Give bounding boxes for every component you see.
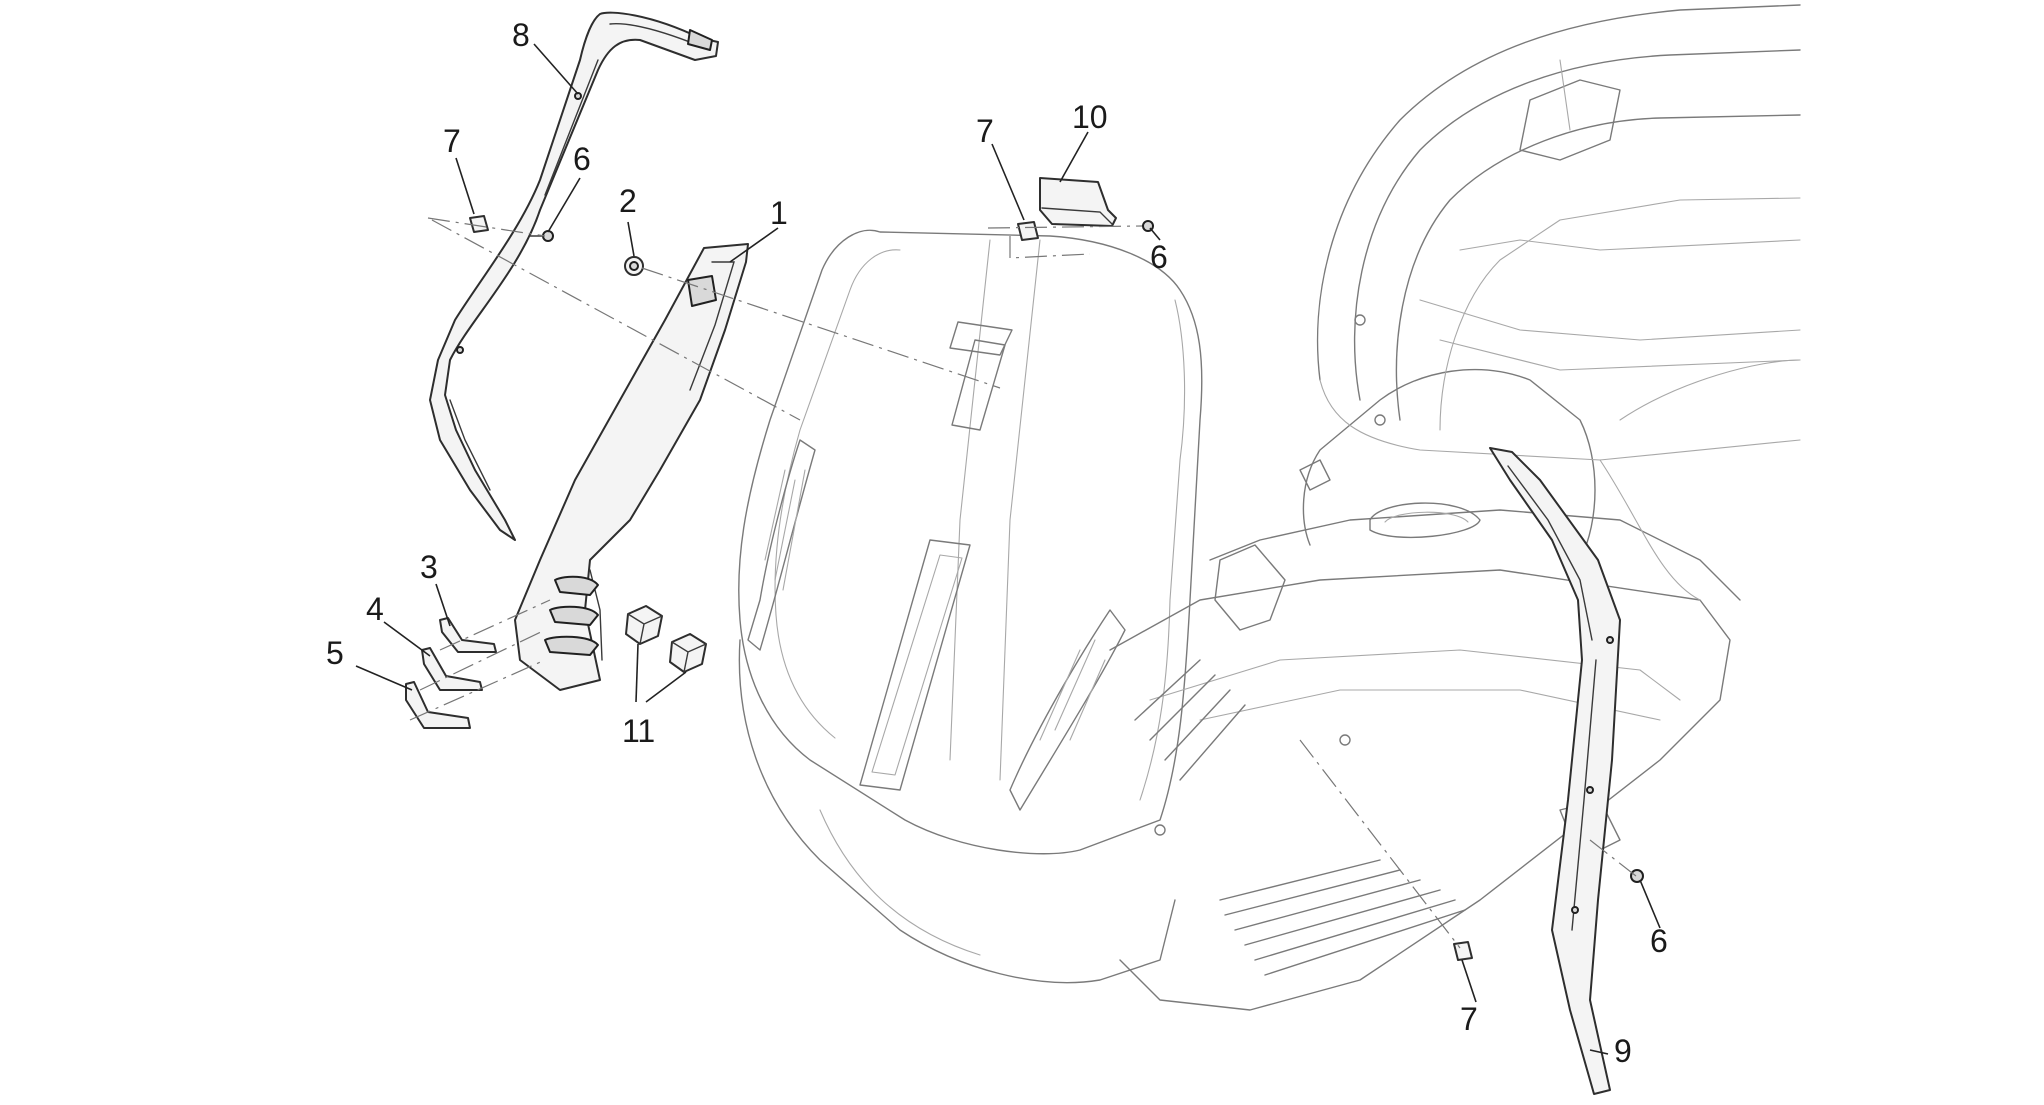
callout-4: 4 <box>366 591 384 627</box>
part-11-badge-blocks <box>625 605 707 673</box>
assembly-lines <box>409 217 1637 949</box>
callout-5: 5 <box>326 635 344 671</box>
callout-7: 7 <box>1460 1001 1478 1037</box>
callout-2: 2 <box>619 183 637 219</box>
callout-9: 9 <box>1614 1033 1632 1069</box>
hardware <box>469 215 1644 961</box>
part-10-bracket <box>1039 177 1117 227</box>
part-4-trim-middle <box>421 647 483 691</box>
callout-6: 6 <box>1150 239 1168 275</box>
callout-1: 1 <box>770 195 788 231</box>
callout-6: 6 <box>573 141 591 177</box>
callout-8: 8 <box>512 17 530 53</box>
scooter-body-outline <box>738 4 1801 1011</box>
callout-11: 11 <box>622 713 655 749</box>
part-5-trim-bottom <box>405 681 471 729</box>
callout-10: 10 <box>1072 99 1108 135</box>
callout-7: 7 <box>976 113 994 149</box>
callout-7: 7 <box>443 123 461 159</box>
leader-lines <box>355 43 1661 1055</box>
callout-6: 6 <box>1650 923 1668 959</box>
part-9-side-trim <box>1489 447 1621 1095</box>
callouts: 8 7 6 2 1 7 10 6 3 4 5 11 6 7 9 <box>326 17 1668 1069</box>
part-8-upper-trim <box>429 11 719 541</box>
callout-3: 3 <box>420 549 438 585</box>
part-1-horn-cover <box>514 243 749 691</box>
